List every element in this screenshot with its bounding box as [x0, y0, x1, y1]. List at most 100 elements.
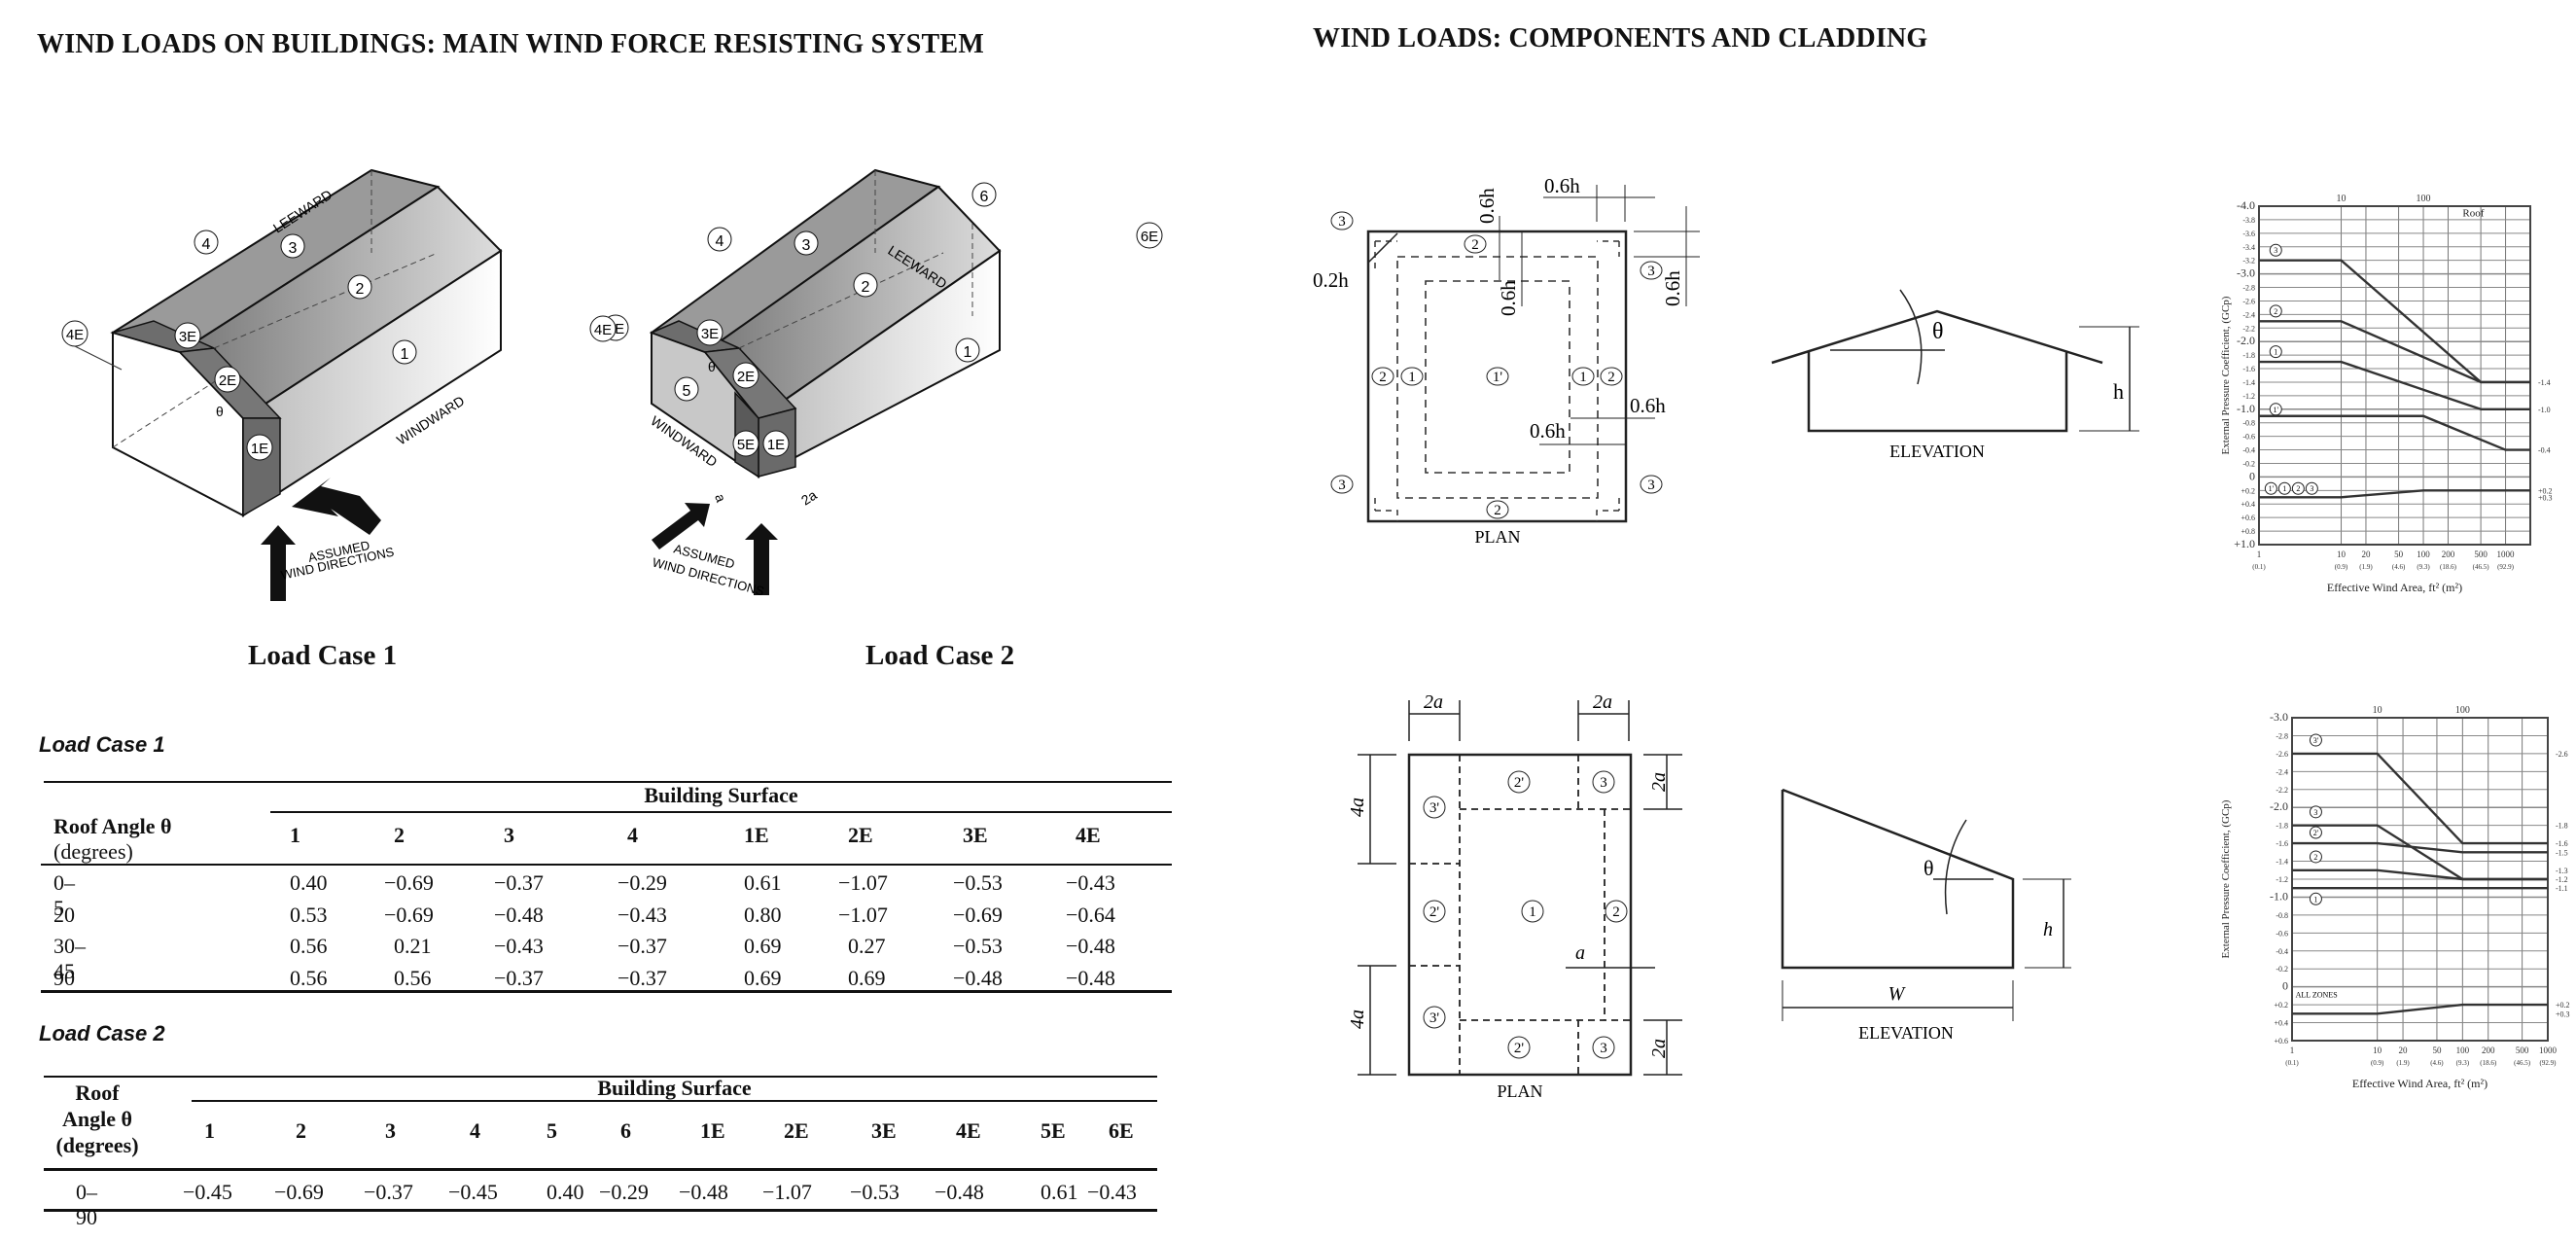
- table-cell: −0.69: [384, 903, 434, 927]
- elevation-caption: ELEVATION: [1889, 442, 1985, 461]
- zone-marker-2e: 2E: [732, 362, 759, 389]
- x-tick-label-m2: (4.6): [2430, 1059, 2444, 1067]
- column-header: 3E: [963, 823, 988, 847]
- x-tick-label-m2: (46.5): [2473, 563, 2490, 571]
- dim-label: 4a: [1347, 797, 1368, 817]
- table2-caption: Load Case 2: [39, 1021, 165, 1045]
- x-tick-label-m2: (46.5): [2514, 1059, 2531, 1067]
- x-tick-label: 500: [2516, 1045, 2529, 1055]
- table1-caption: Load Case 1: [39, 732, 165, 757]
- x-tick-label-m2: (18.6): [2440, 563, 2457, 571]
- table-cell: 0.69: [744, 966, 782, 990]
- table-cell: −0.53: [953, 934, 1003, 958]
- table-cell: −0.37: [494, 966, 544, 990]
- series-line-1: [2259, 360, 2530, 411]
- y-tick-label: 0: [2282, 979, 2288, 993]
- x-tick-label: 50: [2394, 549, 2404, 559]
- table-cell: 0.69: [848, 966, 886, 990]
- zone-marker: [2269, 345, 2282, 359]
- dim-label: 2a: [1424, 691, 1443, 713]
- table-cell: −0.53: [850, 1180, 900, 1204]
- right-value-label: -1.0: [2538, 406, 2551, 414]
- y-tick-label: -3.8: [2242, 216, 2255, 225]
- dim-label: a: [1575, 942, 1585, 964]
- table-cell: 0.56: [290, 966, 328, 990]
- zone-marker-label: 1': [2274, 406, 2279, 414]
- x-tick-label: 500: [2474, 549, 2488, 559]
- zone-3: 3: [1600, 1041, 1607, 1056]
- zone-marker-label: 1: [2282, 484, 2286, 493]
- zone-marker-2: 2: [347, 274, 372, 300]
- elevation-caption: ELEVATION: [1858, 1023, 1954, 1043]
- right-value-label: -1.6: [2556, 839, 2568, 848]
- x-tick-label: 20: [2361, 549, 2371, 559]
- zone-marker: [2264, 481, 2277, 495]
- svg-text:4E: 4E: [594, 322, 612, 338]
- table-cell: −1.07: [838, 903, 888, 927]
- y-tick-label: +0.4: [2241, 500, 2255, 509]
- x-tick-label-m2: (0.9): [2371, 1059, 2384, 1067]
- table-cell: −0.48: [679, 1180, 728, 1204]
- y-tick-label: -2.0: [2270, 799, 2288, 813]
- y-tick-label: -1.0: [2270, 889, 2288, 903]
- row-angle: 0–5: [53, 870, 75, 920]
- dim-2a-label: 2a: [798, 486, 820, 508]
- column-header: 2: [296, 1118, 306, 1143]
- zone-1: 1: [1529, 904, 1536, 920]
- table-cell: −0.37: [618, 934, 667, 958]
- table-cell: 0.53: [290, 903, 328, 927]
- right-value-label: -2.6: [2556, 750, 2568, 759]
- zone-marker-label: 1: [2313, 895, 2317, 903]
- y-tick-label: -0.4: [2242, 446, 2255, 455]
- plot-frame: [2258, 205, 2531, 546]
- table-cell: −0.53: [953, 870, 1003, 895]
- table-cell: 0.40: [290, 870, 328, 895]
- gcp-chart-monoslope: -3.0-2.8-2.6-2.4-2.2-2.0-1.8-1.6-1.4-1.2…: [2220, 705, 2570, 1090]
- x-tick-label: 20: [2399, 1045, 2409, 1055]
- dim-label: 2a: [1648, 772, 1670, 792]
- row-angle: 0–90: [76, 1180, 97, 1229]
- zone-marker-label: 2: [2313, 853, 2317, 862]
- column-header: 6: [620, 1118, 631, 1143]
- zone-marker: [2269, 304, 2282, 318]
- dim-label: 0.6h: [1630, 394, 1666, 417]
- table-cell: 0.56: [394, 966, 432, 990]
- y-tick-label: +0.8: [2241, 527, 2255, 536]
- right-value-label: -1.5: [2556, 848, 2568, 857]
- y-tick-label: -1.6: [2276, 839, 2288, 848]
- x-tick-label: 1000: [2497, 549, 2516, 559]
- dim-label: 2a: [1648, 1039, 1670, 1058]
- gcp-chart-roof: -4.0-3.8-3.6-3.4-3.2-3.0-2.8-2.6-2.4-2.2…: [2220, 194, 2553, 594]
- zone-2: 2: [1379, 370, 1387, 385]
- series-line-2: [2292, 868, 2548, 881]
- zone-marker-label: 2: [2296, 484, 2300, 493]
- y-tick-label: -1.2: [2276, 875, 2288, 884]
- x-tick-label-m2: (92.9): [2540, 1059, 2558, 1067]
- column-header: 3: [504, 823, 514, 847]
- theta-label: θ: [216, 404, 224, 419]
- zone-marker-4: 4: [707, 227, 732, 252]
- table-cell: 0.27: [848, 934, 886, 958]
- x-tick-label-m2: (18.6): [2480, 1059, 2497, 1067]
- series-line-2-: [2292, 841, 2548, 854]
- y-tick-label: +0.6: [2241, 514, 2255, 522]
- column-header: 2E: [784, 1118, 809, 1143]
- zone-marker: [2269, 243, 2282, 257]
- column-header: 3E: [871, 1118, 897, 1143]
- wind-arrow-icon: [652, 503, 710, 549]
- svg-text:6E: 6E: [1141, 229, 1158, 245]
- zone-marker-5: 5: [674, 376, 699, 402]
- table-cell: −1.07: [762, 1180, 812, 1204]
- x-tick-label-m2: (0.1): [2285, 1059, 2299, 1067]
- y-tick-label: -2.4: [2242, 310, 2255, 319]
- zone-1: 1: [1579, 370, 1587, 385]
- top-tick-label: 100: [2455, 705, 2470, 716]
- right-value-label: -0.4: [2538, 446, 2551, 455]
- svg-text:2E: 2E: [219, 372, 236, 389]
- y-tick-label: -1.8: [2242, 351, 2255, 360]
- svg-text:2E: 2E: [737, 369, 755, 385]
- zone-marker-3e: 3E: [174, 322, 201, 349]
- table-cell: 0.61: [1041, 1180, 1078, 1204]
- y-tick-label: -3.6: [2242, 230, 2255, 238]
- dim-a-label: a: [712, 492, 729, 505]
